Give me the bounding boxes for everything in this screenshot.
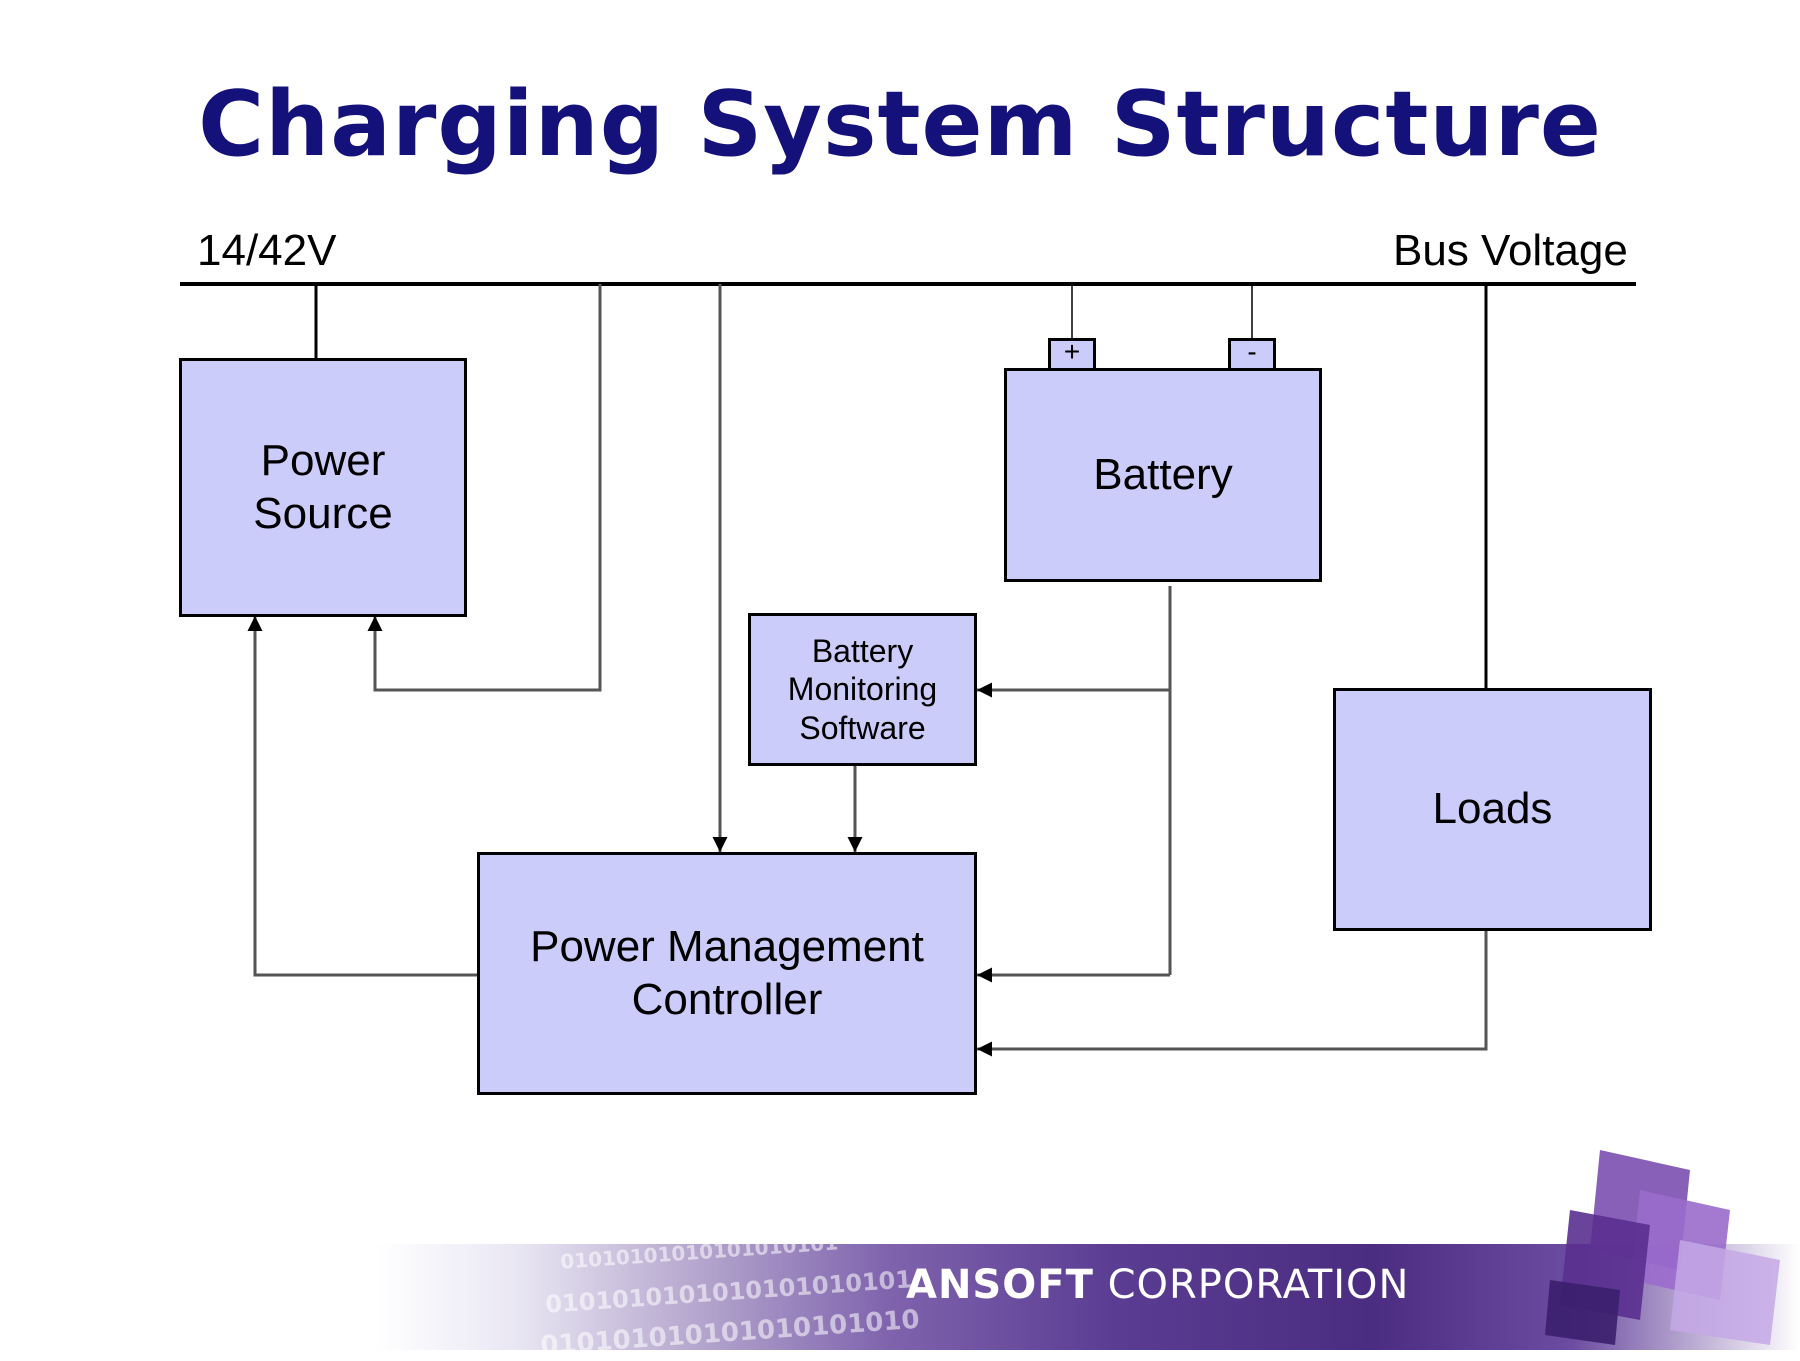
loads-label: Loads [1432, 784, 1553, 834]
loads-to-controller [977, 931, 1488, 1057]
monitoring-label-line2: Monitoring [787, 671, 938, 708]
bus-left-label: 14/42V [197, 226, 337, 275]
battery-monitoring-software-block: Battery Monitoring Software [748, 613, 977, 766]
company-logo-icon [1545, 1150, 1780, 1345]
battery-plus-terminal: + [1048, 338, 1096, 372]
power-source-label-line1: Power [260, 435, 386, 485]
power-source-label-line2: Source [253, 488, 393, 538]
page-title: Charging System Structure [198, 72, 1602, 177]
controller-to-power-source [247, 616, 479, 977]
power-source-block: Power Source [179, 358, 467, 617]
brand-light-text: CORPORATION [1107, 1262, 1410, 1308]
brand-bold-text: ANSOFT [906, 1262, 1094, 1308]
battery-minus-terminal: - [1228, 338, 1276, 372]
loads-block: Loads [1333, 688, 1652, 931]
controller-label-line1: Power Management [530, 921, 924, 971]
power-management-controller-block: Power Management Controller [477, 852, 977, 1095]
company-brand: ANSOFT CORPORATION [906, 1262, 1409, 1308]
controller-label-line2: Controller [631, 974, 823, 1024]
bus-right-label: Bus Voltage [1393, 226, 1628, 275]
monitoring-label-line1: Battery [811, 632, 914, 669]
battery-label: Battery [1093, 449, 1233, 499]
battery-block: Battery [1004, 368, 1322, 582]
monitoring-label-line3: Software [799, 709, 926, 746]
bus-feedback-to-power-source [367, 284, 602, 692]
